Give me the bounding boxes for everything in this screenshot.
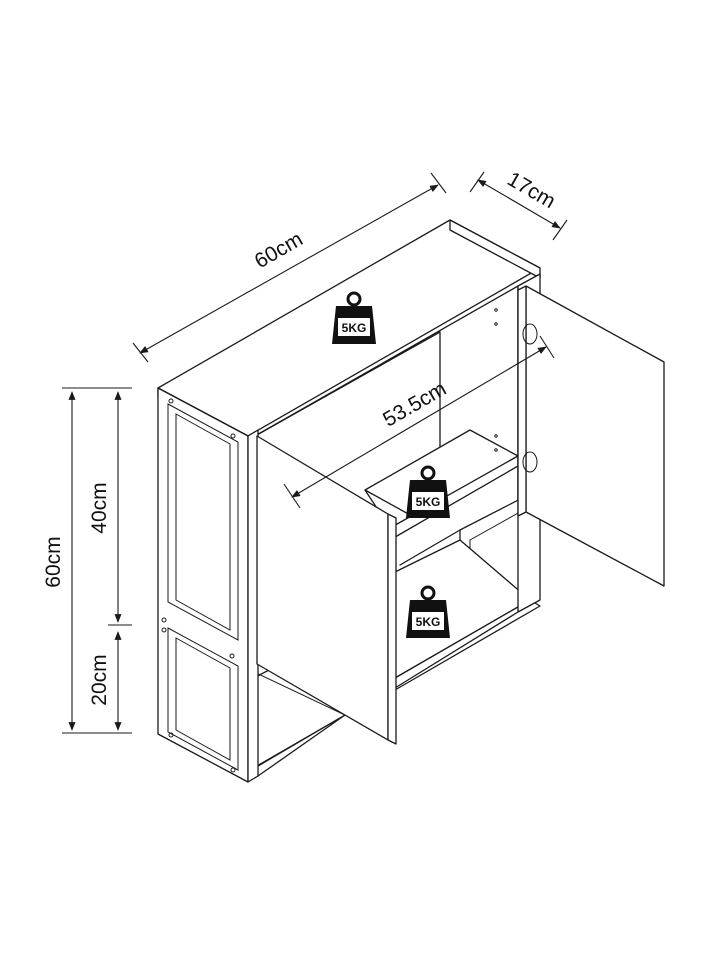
dim-height-upper-label: 40cm [88, 482, 111, 533]
dimension-lines [62, 171, 568, 734]
dim-width-label: 60cm [251, 228, 307, 274]
hinge-upper [522, 323, 538, 345]
weight-icon-bottom: 5KG [406, 585, 450, 638]
left-frame-upper-window [167, 403, 239, 641]
weight-label-bottom: 5KG [416, 615, 441, 629]
weight-icon-top: 5KG [332, 291, 376, 344]
right-door-panel [525, 285, 665, 587]
dim-depth-label: 17cm [503, 168, 559, 214]
weight-icon-middle: 5KG [406, 465, 450, 518]
left-side-frame [157, 387, 249, 783]
dim-height-total-label: 60cm [42, 536, 65, 587]
dim-height-lower-label: 20cm [88, 654, 111, 705]
weight-label-middle: 5KG [416, 495, 441, 509]
left-frame-lower-window [167, 627, 239, 771]
left-door [256, 435, 397, 745]
weight-label-top: 5KG [342, 321, 367, 335]
